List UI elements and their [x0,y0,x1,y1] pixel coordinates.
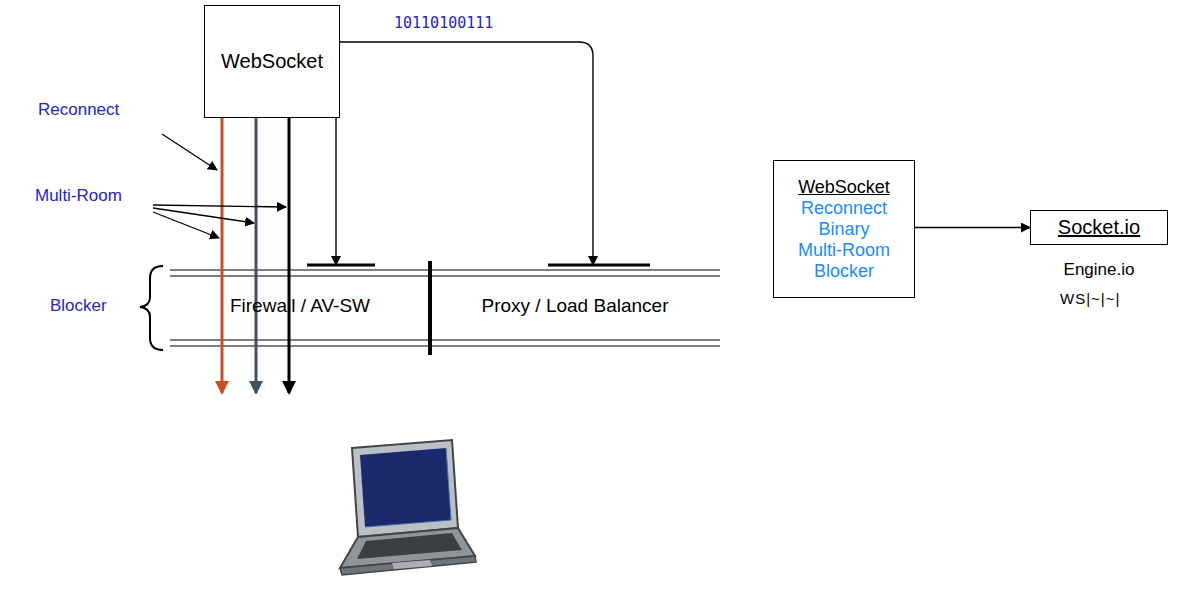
connector [915,227,1030,228]
node-text: Blocker [814,261,874,282]
firewall-band: Firewall / AV-SW [170,265,430,346]
marker-bar [307,264,375,267]
room-arrow [255,118,258,393]
node-text: Multi-Room [798,240,890,261]
node-text: Firewall / AV-SW [230,295,370,317]
socketio-box: Socket.io [1030,210,1168,245]
leader-arrow [162,134,217,170]
leader-arrow [153,205,286,207]
node-text: Binary [818,219,869,240]
edge-label: 10110100111 [392,14,495,32]
websocket-box: WebSocket [204,5,340,118]
sub-label: WS|~|~| [1060,290,1120,307]
leader-arrow [153,208,254,223]
leader-arrow [153,212,219,238]
band-lines [170,270,720,346]
callout-label: Blocker [50,296,107,316]
connector [335,118,336,265]
room-arrow [288,118,291,393]
feature-box: WebSocketReconnectBinaryMulti-RoomBlocke… [773,160,915,298]
callout-label: Multi-Room [35,186,122,206]
proxy-band: Proxy / Load Balancer [430,265,720,346]
node-text: Reconnect [801,198,887,219]
callout-label: Reconnect [38,100,119,120]
node-text: Proxy / Load Balancer [482,295,669,317]
marker-bar [548,264,650,267]
divider [428,261,432,355]
node-text: Socket.io [1058,216,1140,239]
connector [340,42,593,265]
laptop [340,440,476,575]
node-text: WebSocket [798,177,890,198]
reconnect-arrow [221,118,224,393]
node-text: WebSocket [221,50,323,73]
sub-label: Engine.io [1064,260,1135,280]
brace [140,266,163,350]
